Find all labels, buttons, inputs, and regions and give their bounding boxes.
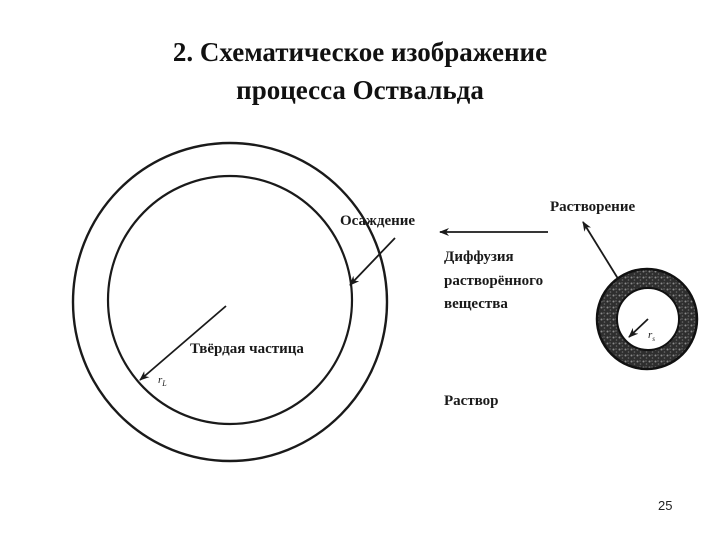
solid-particle-label: Твёрдая частица bbox=[190, 341, 304, 357]
small-radius-label: rs bbox=[648, 329, 655, 343]
slide-title: 2. Схематическое изображение процесса Ос… bbox=[0, 33, 720, 109]
large-radius-arrow bbox=[139, 305, 227, 381]
title-line-1: 2. Схематическое изображение bbox=[172, 37, 548, 67]
solution-label: Раствор bbox=[444, 393, 499, 409]
large-particle-outer-boundary bbox=[71, 141, 389, 463]
diffusion-label: Диффузия bbox=[444, 249, 514, 265]
deposition-arrow bbox=[349, 237, 396, 286]
large-particle: rL Твёрдая частица bbox=[71, 141, 389, 463]
small-particle: rs bbox=[595, 267, 699, 371]
small-radius-arrow bbox=[628, 318, 649, 338]
page-number: 25 bbox=[658, 498, 673, 513]
deposition-label: Осаждение bbox=[340, 213, 415, 229]
diffusion-label-line2: растворённого bbox=[444, 273, 543, 289]
large-particle-surface bbox=[106, 174, 354, 426]
large-radius-label: rL bbox=[158, 374, 167, 388]
title-line-2: процесса Оствальда bbox=[236, 75, 484, 105]
diffusion-label-line3: вещества bbox=[444, 296, 508, 312]
dissolution-label: Растворение bbox=[550, 199, 635, 215]
